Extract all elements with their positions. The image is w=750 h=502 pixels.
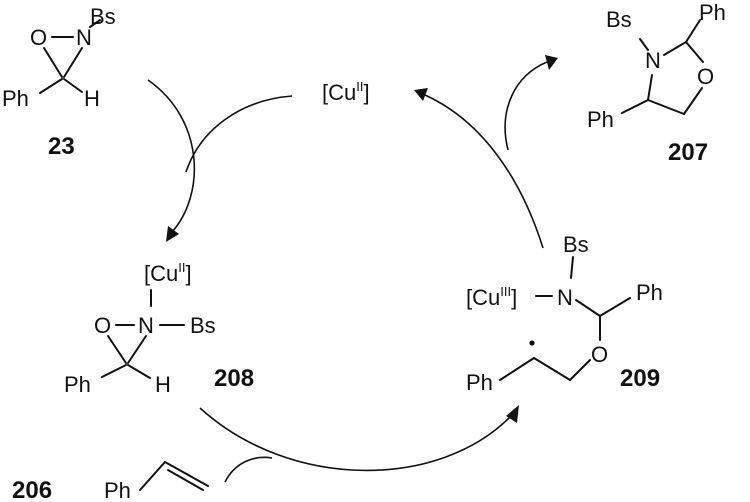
- c23-bond-c-h: [63, 78, 83, 93]
- c208-o: O: [94, 313, 111, 338]
- arrow-23-to-208: [147, 79, 196, 233]
- c208-bond-n-c: [127, 335, 147, 364]
- radical-dot: [529, 340, 535, 346]
- arrow-208-to-209: [199, 407, 513, 472]
- c206-double-bond-1: [164, 461, 209, 487]
- c208-cu: [CuII]: [144, 260, 192, 286]
- compound-23: Bs O N Ph H 23: [2, 4, 116, 160]
- compound-label-206: 206: [12, 477, 52, 502]
- arrow-209-to-cu: [424, 94, 544, 249]
- c208-bond-c-ph: [101, 364, 127, 378]
- arrow-release-207: [504, 61, 548, 151]
- c206-double-bond-2: [167, 469, 204, 491]
- c209-bond-n-c: [575, 299, 601, 317]
- c208-n: N: [138, 313, 154, 338]
- c207-bond-c4-ph: [621, 99, 649, 114]
- c209-bond-c-ph: [599, 297, 631, 317]
- c207-bond-c5-c4: [647, 99, 685, 115]
- c207-n: N: [645, 48, 661, 73]
- c207-bond-c4-n: [647, 74, 653, 101]
- c23-bond-n-bs: [89, 19, 101, 28]
- compound-label-23: 23: [48, 133, 75, 160]
- c23-bond-o-c: [43, 47, 63, 78]
- c23-h: H: [84, 86, 100, 111]
- c23-bond-n-c: [63, 47, 83, 78]
- c206-bond-ph-ch: [139, 461, 166, 491]
- c208-ph: Ph: [64, 372, 91, 397]
- arrowhead-to-209: [506, 405, 519, 423]
- c208-bond-c-h: [127, 364, 151, 379]
- c209-ph-right: Ph: [636, 280, 663, 305]
- cycle-arrows: [147, 55, 558, 483]
- c209-o: O: [591, 342, 608, 367]
- c209-bond-o-ch2: [569, 359, 591, 381]
- c207-bond-c2-o: [685, 41, 704, 63]
- c207-bond-c2-ph: [685, 19, 701, 43]
- compound-208: [CuII] O N Bs Ph H 208: [64, 260, 254, 397]
- c207-o: O: [697, 64, 714, 89]
- catalyst-label: [CuII]: [322, 79, 370, 105]
- c23-o: O: [30, 25, 47, 50]
- c209-ph-left: Ph: [466, 370, 493, 395]
- c207-ph-top: Ph: [699, 0, 726, 25]
- compound-206: 206 Ph: [12, 461, 209, 502]
- compound-209: Bs [CuIII] N Ph O Ph 209: [466, 232, 663, 395]
- c23-ph: Ph: [2, 86, 29, 111]
- arrowhead-to-cu: [414, 88, 428, 101]
- c206-ph: Ph: [104, 478, 131, 502]
- c207-bond-o-c5: [683, 87, 703, 115]
- c23-n: N: [76, 25, 92, 50]
- c209-cu: [CuIII]: [466, 284, 517, 310]
- arrow-cu-feed: [185, 95, 293, 173]
- c208-bs: Bs: [190, 313, 216, 338]
- c209-bs: Bs: [563, 232, 589, 257]
- c23-bond-c-ph: [39, 78, 63, 94]
- c209-bond-bs-n: [570, 256, 574, 279]
- c208-bond-o-c: [107, 335, 127, 364]
- c207-bond-bs-n: [639, 38, 649, 51]
- c207-bond-n-c2: [663, 41, 687, 56]
- catalyst-cu-ii: [CuII]: [322, 79, 370, 105]
- c209-bond-ch2-ch: [533, 357, 571, 381]
- arrowhead-to-208: [166, 226, 179, 242]
- arrow-206-entry: [224, 456, 273, 483]
- compound-label-209: 209: [620, 365, 660, 392]
- c209-n: N: [557, 285, 573, 310]
- c207-bs: Bs: [606, 7, 632, 32]
- compound-207: Bs Ph N O Ph 207: [587, 0, 726, 166]
- compound-label-207: 207: [668, 139, 708, 166]
- compound-label-208: 208: [214, 365, 254, 392]
- c208-h: H: [155, 372, 171, 397]
- c209-bond-ch-ph: [499, 357, 535, 381]
- c207-ph-bottom: Ph: [587, 107, 614, 132]
- arrowhead-to-207: [545, 55, 558, 70]
